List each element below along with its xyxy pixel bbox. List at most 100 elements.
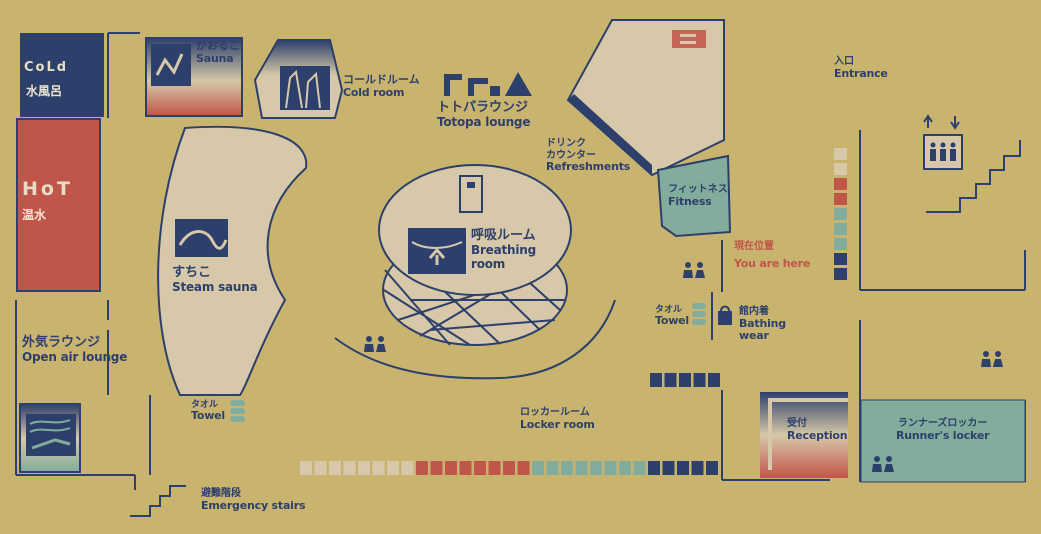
strip-block <box>834 223 847 235</box>
totopa-logo <box>444 72 532 96</box>
steam-sauna-en: Steam sauna <box>172 279 258 294</box>
restroom-icon <box>683 262 705 278</box>
locker-block <box>416 461 428 475</box>
breathing-jp: 呼吸ルーム <box>471 228 536 243</box>
fitness-en: Fitness <box>668 194 712 208</box>
hot-bath-pool <box>16 118 101 292</box>
locker-block <box>343 461 356 475</box>
totopa-en: Totopa lounge <box>437 114 531 129</box>
towel-left-jp: タオル <box>191 400 219 410</box>
locker-block <box>650 373 662 387</box>
refreshments-en: Refreshments <box>546 160 631 173</box>
locker-block <box>517 461 530 475</box>
hot-bath-label: 温水 <box>22 208 47 222</box>
locker-block <box>532 461 544 475</box>
reception-en: Reception <box>787 428 848 442</box>
you-are-here-jp: 現在位置 <box>734 241 774 252</box>
hot-bath-word: HoT <box>22 178 73 200</box>
locker-block <box>679 373 691 387</box>
locker-block <box>445 461 457 475</box>
runners-locker-label[interactable]: ランナーズロッカー Runner's locker <box>896 418 990 442</box>
breathing-en2: room <box>471 256 506 271</box>
locker-block <box>430 461 443 475</box>
steam-sauna-label[interactable]: すちこ Steam sauna <box>172 265 258 295</box>
locker-block <box>604 461 617 475</box>
strip-block <box>834 148 847 160</box>
locker-room-jp: ロッカールーム <box>520 407 590 418</box>
towel-right-jp: タオル <box>655 305 683 315</box>
towel-left-en: Towel <box>191 409 225 423</box>
cold-room-label[interactable]: コールドルーム Cold room <box>343 73 420 99</box>
bathing-wear-en1: Bathing <box>739 316 786 330</box>
breathing-room-label[interactable]: 呼吸ルーム Breathing room <box>471 228 536 272</box>
emergency-stairs-icon <box>130 485 186 517</box>
fitness-label[interactable]: フィットネス Fitness <box>668 184 728 208</box>
entrance-jp: 入口 <box>834 56 854 67</box>
locker-block <box>648 461 660 475</box>
locker-block <box>590 461 602 475</box>
elevator-icon <box>923 114 963 170</box>
bag-icon <box>718 305 732 325</box>
totopa-jp: トトパラウンジ <box>437 100 529 115</box>
entrance-label[interactable]: 入口 Entrance <box>834 56 888 80</box>
you-are-here-en: You are here <box>734 256 811 270</box>
totopa-label[interactable]: トトパラウンジ Totopa lounge <box>437 100 531 130</box>
restroom-icon <box>364 336 386 352</box>
bathing-wear-jp: 館内着 <box>739 306 769 317</box>
locker-block <box>677 461 689 475</box>
runners-locker-en: Runner's locker <box>896 428 990 442</box>
locker-block <box>503 461 515 475</box>
locker-room-en: Locker room <box>520 417 595 431</box>
open-air-lounge-jp: 外気ラウンジ <box>22 335 101 350</box>
sauna-en: Sauna <box>196 51 234 65</box>
emergency-stairs-en: Emergency stairs <box>201 498 306 512</box>
locker-block <box>706 461 718 475</box>
strip-block <box>834 178 847 190</box>
strip-block <box>834 253 847 265</box>
cold-bath-word: CoLd <box>24 60 69 75</box>
strip-block <box>834 268 847 280</box>
emergency-stairs-jp: 避難階段 <box>201 488 241 499</box>
towel-icon-left <box>230 400 245 422</box>
refreshments-jp1: ドリンク <box>546 138 586 149</box>
locker-block <box>561 461 573 475</box>
strip-block <box>834 238 847 250</box>
open-air-lounge-en: Open air lounge <box>22 349 128 364</box>
emergency-stairs-label[interactable]: 避難階段 Emergency stairs <box>201 488 306 512</box>
fitness-jp: フィットネス <box>668 184 728 195</box>
cold-bath-label: 水風呂 <box>26 84 63 98</box>
strip-block <box>834 208 847 220</box>
locker-block <box>329 461 341 475</box>
runners-locker-jp: ランナーズロッカー <box>897 418 988 429</box>
towel-icon-right <box>692 303 706 325</box>
locker-block <box>662 461 675 475</box>
locker-block <box>691 461 704 475</box>
locker-block <box>575 461 588 475</box>
entrance-en: Entrance <box>834 66 888 80</box>
locker-block <box>708 373 720 387</box>
bathing-wear-label[interactable]: 館内着 Bathing wear <box>739 306 786 343</box>
refreshments-label[interactable]: ドリンク カウンター Refreshments <box>546 138 630 174</box>
towel-right-label[interactable]: タオル Towel <box>655 305 689 328</box>
sauna-jp: かおるこ <box>196 39 240 52</box>
locker-block <box>633 461 646 475</box>
cold-room-jp: コールドルーム <box>343 73 420 86</box>
locker-block <box>459 461 472 475</box>
strip-block <box>834 193 847 205</box>
locker-block <box>619 461 631 475</box>
restroom-icon <box>981 351 1003 367</box>
locker-block <box>664 373 677 387</box>
refreshments-jp2: カウンター <box>546 149 596 161</box>
locker-block <box>546 461 559 475</box>
towel-left-label[interactable]: タオル Towel <box>191 400 225 423</box>
reception-label[interactable]: 受付 Reception <box>787 418 848 442</box>
strip-block <box>834 163 847 175</box>
locker-block <box>314 461 327 475</box>
open-air-lounge-label[interactable]: 外気ラウンジ Open air lounge <box>22 335 128 365</box>
sauna-label[interactable]: かおるこ Sauna <box>196 39 240 65</box>
steam-sauna-jp: すちこ <box>172 265 212 280</box>
bathing-wear-en2: wear <box>739 329 769 343</box>
locker-room-label[interactable]: ロッカールーム Locker room <box>520 407 595 431</box>
